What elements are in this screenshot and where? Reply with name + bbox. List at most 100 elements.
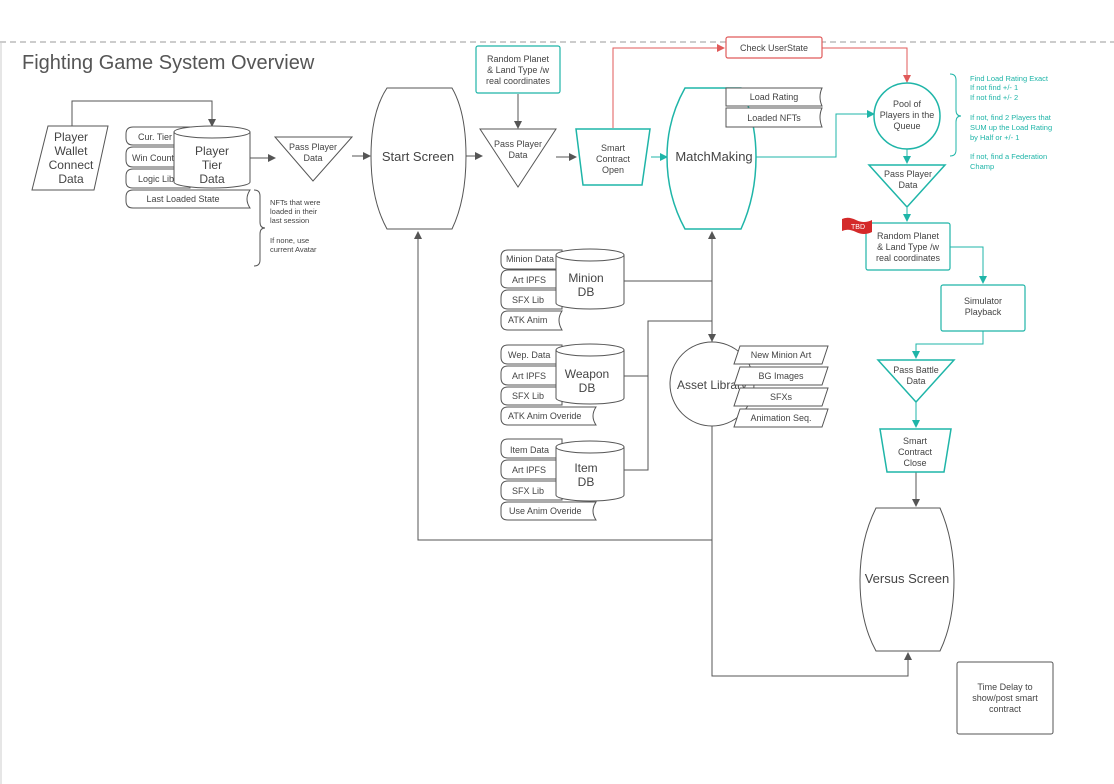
pass1-line-2: Data <box>303 153 322 163</box>
player-tier-db[interactable]: Cur. Tier Win Count. Logic Lib Player Ti… <box>125 125 251 209</box>
tier-db-label-1: Player <box>195 144 229 158</box>
planet-top-line-3: real coordinates <box>486 76 551 86</box>
random-planet-right[interactable]: Random Planet & Land Type /w real coordi… <box>865 222 951 271</box>
minion-field-4-shape <box>500 310 563 331</box>
open-line-2: Contract <box>596 154 631 164</box>
asset-tab-2-label: BG Images <box>758 371 804 381</box>
versus-screen-node[interactable]: Versus Screen <box>859 507 955 652</box>
tier-db-label-2: Tier <box>202 158 222 172</box>
connector-asset-start <box>414 231 713 541</box>
start-screen-label: Start Screen <box>382 149 454 164</box>
pass-battle-data[interactable]: Pass Battle Data <box>876 359 956 404</box>
connector-wallet-tier <box>71 100 216 127</box>
asset-tab-3-label: SFXs <box>770 392 793 402</box>
item-db-label-1: Item <box>574 461 597 475</box>
weapon-db-label-2: DB <box>579 381 596 395</box>
nft-note-3: last session <box>270 216 309 225</box>
connector-open-check <box>612 44 725 128</box>
queue-note-1: Find Load Rating Exact <box>970 74 1049 83</box>
queue-note-5: SUM up the Load Rating <box>970 123 1052 132</box>
weapon-db[interactable]: Wep. Data Art IPFS SFX Lib ATK Anim Over… <box>500 343 625 426</box>
asset-tab-bg-images[interactable]: BG Images <box>733 366 829 386</box>
weapon-field-4: ATK Anim Overide <box>508 411 581 421</box>
mm-tab-load-rating[interactable]: Load Rating <box>725 87 823 107</box>
item-db-label-2: DB <box>578 475 595 489</box>
player-wallet-node[interactable]: Player Wallet Connect Data <box>31 125 109 191</box>
weapon-field-4-shape <box>500 406 597 426</box>
weapon-db-label-1: Weapon <box>565 367 609 381</box>
time-delay-note: Time Delay to show/post smart contract <box>956 661 1054 735</box>
asset-tab-1-label: New Minion Art <box>751 350 812 360</box>
asset-tab-animation-seq[interactable]: Animation Seq. <box>733 408 829 428</box>
connector-asset-versus <box>711 540 912 677</box>
close-line-1: Smart <box>903 436 928 446</box>
connector-minion-asset <box>624 280 716 342</box>
battle-line-2: Data <box>906 376 925 386</box>
random-planet-top[interactable]: Random Planet & Land Type /w real coordi… <box>475 45 561 94</box>
mm-tab-2-label: Loaded NFTs <box>747 113 801 123</box>
planet-right-line-2: & Land Type /w <box>877 242 939 252</box>
planet-top-line-1: Random Planet <box>487 54 550 64</box>
nft-notes-bracket <box>253 189 266 267</box>
weapon-field-3-shape <box>500 386 563 406</box>
close-line-3: Close <box>903 458 926 468</box>
mm-tab-1-label: Load Rating <box>750 92 799 102</box>
queue-note-8: Champ <box>970 162 994 171</box>
queue-note-2: If not find +/- 1 <box>970 83 1018 92</box>
smart-contract-close[interactable]: Smart Contract Close <box>879 428 952 473</box>
check-userstate[interactable]: Check UserState <box>725 36 823 59</box>
open-line-1: Smart <box>601 143 626 153</box>
item-field-3: SFX Lib <box>512 486 544 496</box>
minion-field-4: ATK Anim <box>508 315 547 325</box>
connector-sim-battle <box>912 331 984 359</box>
tier-db-label-3: Data <box>199 172 225 186</box>
versus-screen-label: Versus Screen <box>865 571 950 586</box>
pass-player-data-2[interactable]: Pass Player Data <box>479 128 557 188</box>
weapon-field-1: Wep. Data <box>508 350 550 360</box>
minion-field-3: SFX Lib <box>512 295 544 305</box>
start-screen-node[interactable]: Start Screen <box>370 87 467 230</box>
queue-note-3: If not find +/- 2 <box>970 93 1018 102</box>
tier-field-3: Logic Lib <box>138 174 174 184</box>
minion-db[interactable]: Minion Data Art IPFS SFX Lib ATK Anim Mi… <box>500 248 625 331</box>
pass-player-data-3[interactable]: Pass Player Data <box>867 164 947 209</box>
last-loaded-state: Last Loaded State <box>146 194 219 204</box>
asset-tab-sfxs[interactable]: SFXs <box>733 387 829 407</box>
close-line-2: Contract <box>898 447 933 457</box>
mm-tab-loaded-nfts[interactable]: Loaded NFTs <box>725 107 823 128</box>
queue-note-7: If not, find a Federation <box>970 152 1047 161</box>
minion-field-3-shape <box>500 289 563 310</box>
simulator-line-1: Simulator <box>964 296 1002 306</box>
asset-tab-4-label: Animation Seq. <box>750 413 811 423</box>
queue-note-4: If not, find 2 Players that <box>970 113 1052 122</box>
connectors <box>71 44 987 677</box>
battle-line-1: Pass Battle <box>893 365 939 375</box>
pass-player-data-1[interactable]: Pass Player Data <box>273 136 354 182</box>
simulator-playback[interactable]: Simulator Playback <box>940 284 1026 332</box>
matchmaking-label: MatchMaking <box>675 149 752 164</box>
tier-field-2: Win Count. <box>132 153 177 163</box>
pool-of-players[interactable]: Pool of Players in the Queue <box>873 82 941 150</box>
pool-line-2: Players in the <box>880 110 935 120</box>
asset-tab-new-minion-art[interactable]: New Minion Art <box>733 345 829 365</box>
connector-planet-sim <box>950 246 987 284</box>
wallet-line-1: Player <box>54 130 88 144</box>
connector-check-pool <box>822 47 911 83</box>
planet-right-line-1: Random Planet <box>877 231 940 241</box>
nft-notes: NFTs that were loaded in their last sess… <box>253 189 320 267</box>
pool-line-1: Pool of <box>893 99 922 109</box>
minion-db-label-2: DB <box>578 285 595 299</box>
smart-contract-open[interactable]: Smart Contract Open <box>575 128 651 186</box>
weapon-field-2: Art IPFS <box>512 371 546 381</box>
time-delay-line-3: contract <box>989 704 1022 714</box>
tbd-flag: TBD <box>842 217 872 234</box>
queue-notes: Find Load Rating Exact If not find +/- 1… <box>949 73 1052 171</box>
minion-field-1: Minion Data <box>506 254 554 264</box>
pool-line-3: Queue <box>893 121 920 131</box>
item-field-4-shape <box>500 501 597 521</box>
item-db[interactable]: Item Data Art IPFS SFX Lib Use Anim Over… <box>500 438 625 521</box>
item-field-3-shape <box>500 480 563 501</box>
last-loaded-shape <box>125 189 251 209</box>
nft-note-2: loaded in their <box>270 207 318 216</box>
